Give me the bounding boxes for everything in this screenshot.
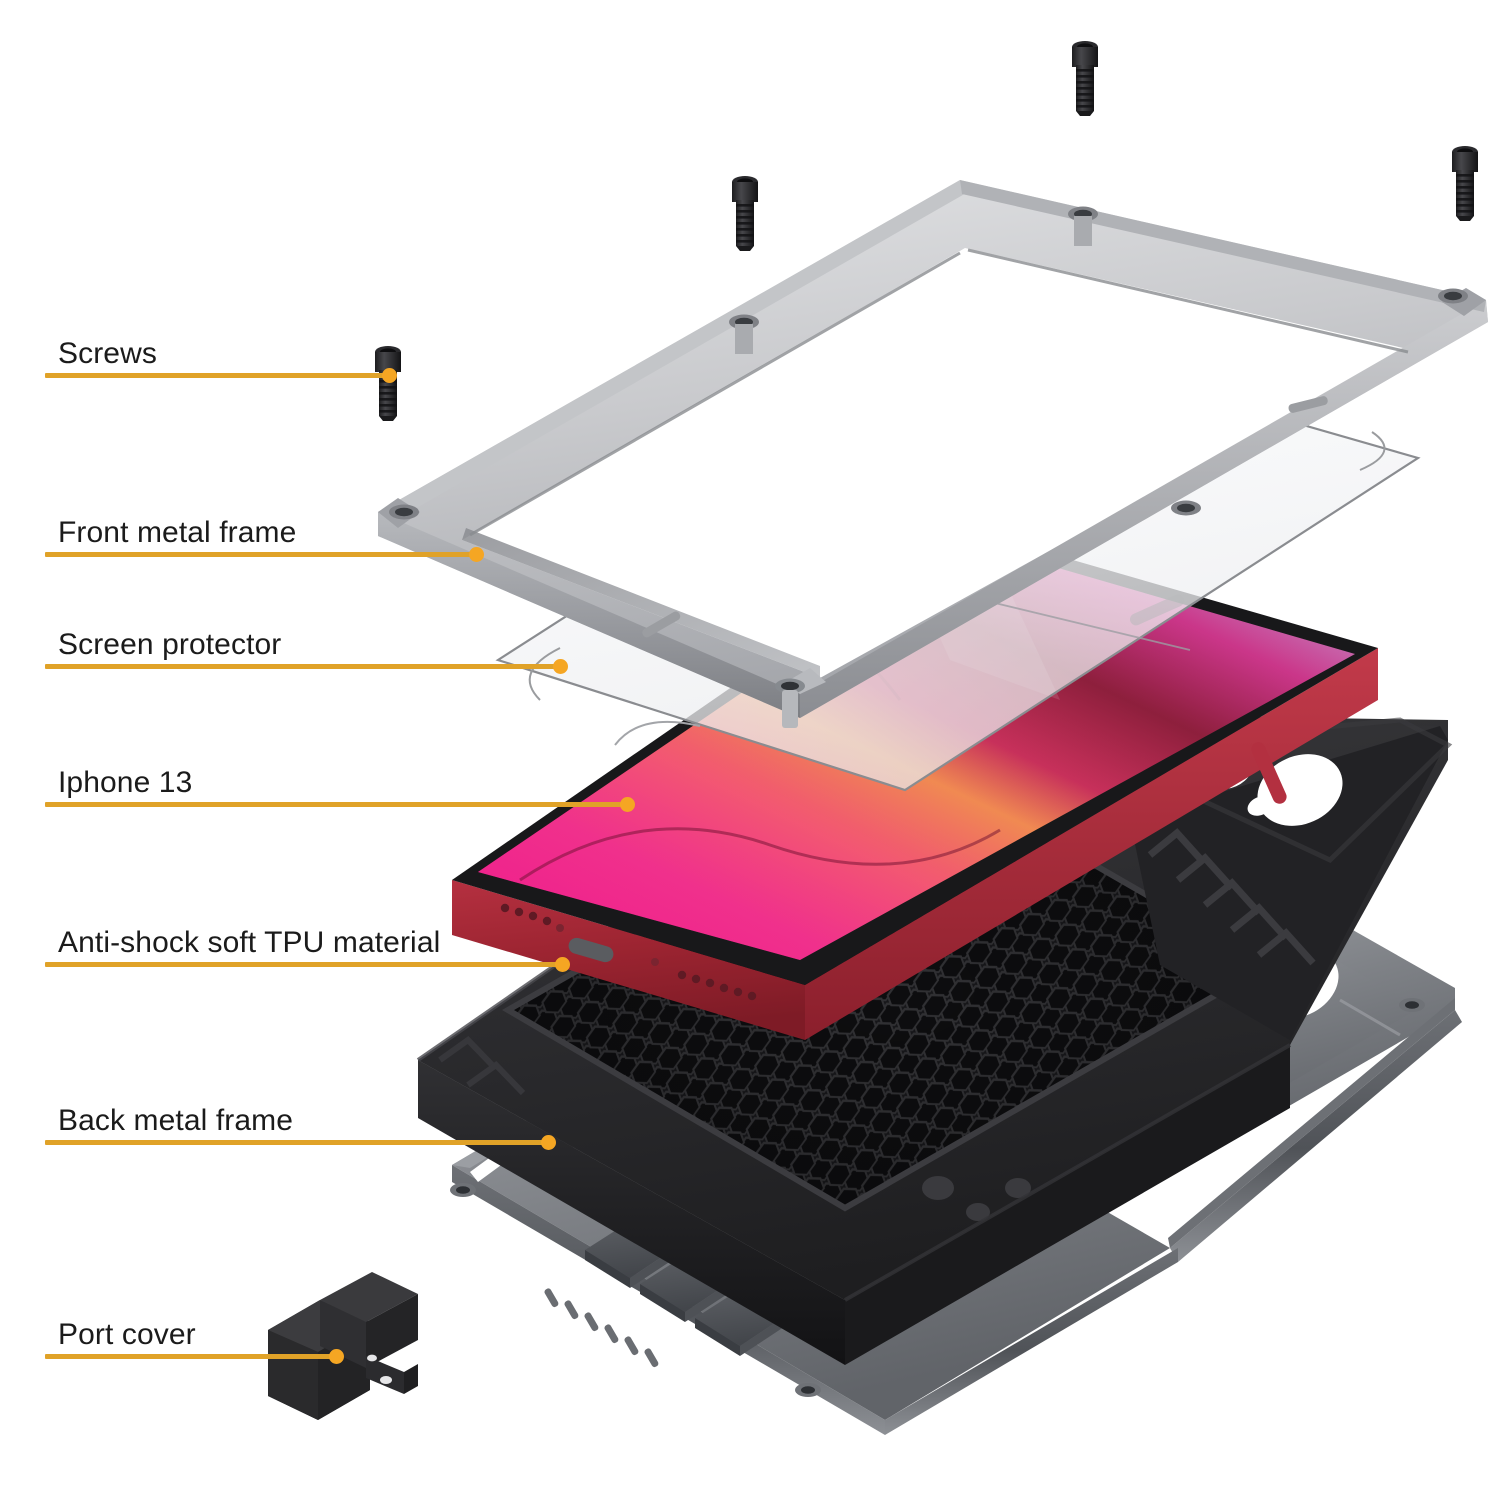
screw-hole <box>1438 288 1468 304</box>
port-cover-part <box>268 1272 418 1420</box>
speaker-holes <box>500 903 757 1001</box>
callout-dot-screen-protector <box>553 659 568 674</box>
screw-hole <box>1171 500 1201 516</box>
rib-texture <box>438 1036 526 1096</box>
callout-label-back-metal-frame: Back metal frame <box>58 1104 294 1137</box>
callout-label-screws: Screws <box>58 337 157 370</box>
callout-label-front-metal-frame: Front metal frame <box>58 516 297 549</box>
screw-hole <box>1068 206 1098 246</box>
callout-dot-back-metal-frame <box>541 1135 556 1150</box>
callout-label-screen-protector: Screen protector <box>58 628 282 661</box>
callout-line-screws <box>45 373 390 378</box>
callout-line-iphone-13 <box>45 802 628 807</box>
callout-line-port-cover <box>45 1354 337 1359</box>
callout-label-iphone-13: Iphone 13 <box>58 766 193 799</box>
callout-line-anti-shock-tpu <box>45 962 563 967</box>
screw-hole <box>729 314 759 354</box>
callout-label-anti-shock-tpu: Anti-shock soft TPU material <box>58 926 441 959</box>
callout-line-front-metal-frame <box>45 552 477 557</box>
screw-post <box>1399 998 1425 1012</box>
callout-line-back-metal-frame <box>45 1140 549 1145</box>
screw-hole <box>775 678 805 728</box>
screw-post <box>450 1183 476 1197</box>
callout-dot-anti-shock-tpu <box>555 957 570 972</box>
callout-dot-port-cover <box>329 1349 344 1364</box>
screw-icon <box>1072 41 1098 116</box>
screw-hole <box>389 504 419 520</box>
callout-dot-front-metal-frame <box>469 547 484 562</box>
front-metal-frame-part <box>378 180 1488 728</box>
screw-post <box>795 1383 821 1397</box>
screw-icon <box>375 346 401 421</box>
callout-line-screen-protector <box>45 664 561 669</box>
callout-dot-screws <box>382 368 397 383</box>
screw-dots <box>556 924 659 966</box>
grille-pins <box>544 1288 659 1368</box>
rib-texture <box>1147 828 1316 966</box>
screw-icon <box>1452 146 1478 221</box>
lightning-port <box>568 937 614 963</box>
callout-dot-iphone-13 <box>620 797 635 812</box>
screw-icon <box>732 176 758 251</box>
callout-label-port-cover: Port cover <box>58 1318 196 1351</box>
tpu-pegs <box>922 1176 1031 1221</box>
